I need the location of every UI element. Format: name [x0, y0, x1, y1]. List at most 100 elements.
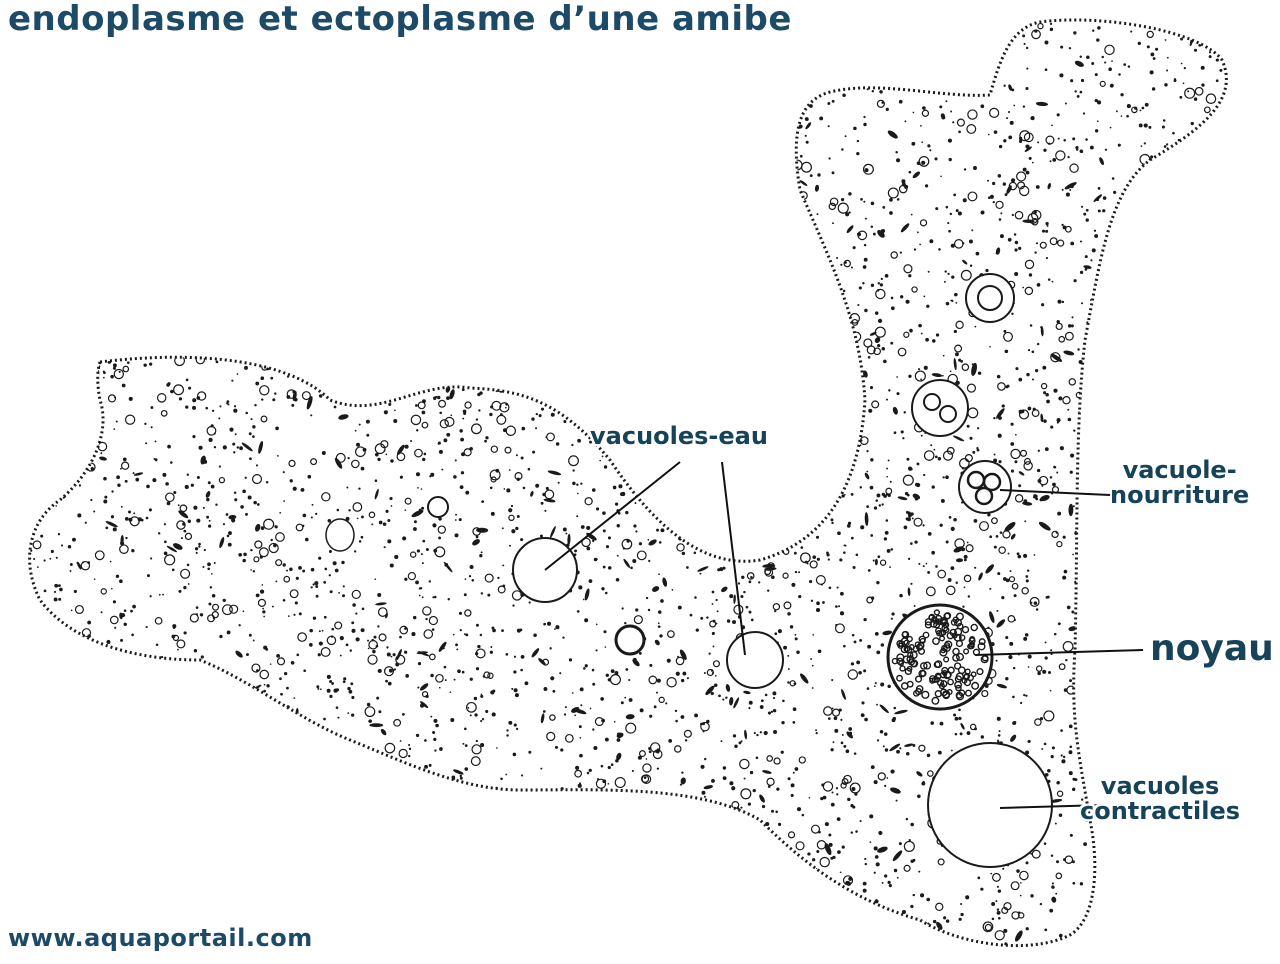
- granule: [489, 650, 493, 654]
- granule: [873, 347, 881, 356]
- granule: [1120, 115, 1123, 117]
- granule: [955, 581, 958, 584]
- food-particle: [939, 405, 957, 423]
- granule: [1060, 754, 1063, 757]
- granule: [1055, 860, 1060, 864]
- granule: [1058, 933, 1063, 938]
- granule: [524, 681, 529, 686]
- granule: [475, 667, 480, 671]
- granule: [49, 557, 52, 560]
- granule: [676, 543, 685, 552]
- granule: [1073, 429, 1076, 432]
- granule: [417, 686, 420, 689]
- granule: [675, 656, 685, 666]
- granule: [463, 633, 466, 636]
- granule: [261, 398, 264, 401]
- granule: [1010, 533, 1016, 540]
- granule: [718, 694, 721, 698]
- granule: [282, 471, 285, 474]
- granule: [563, 713, 567, 716]
- granule: [242, 489, 246, 494]
- chromatin-granule: [919, 637, 926, 644]
- granule: [1061, 188, 1064, 191]
- granule: [726, 619, 731, 623]
- granule: [263, 645, 268, 650]
- granule: [601, 455, 604, 458]
- granule: [1043, 419, 1047, 423]
- granule: [112, 366, 117, 370]
- granule: [889, 480, 892, 483]
- granule: [1005, 578, 1010, 583]
- granule: [571, 692, 574, 694]
- granule: [1149, 70, 1154, 75]
- chromatin-granule: [922, 631, 930, 639]
- chromatin-granule: [915, 643, 924, 651]
- granule: [1081, 798, 1084, 801]
- granule: [415, 404, 418, 407]
- granule: [233, 491, 237, 495]
- granule: [624, 622, 627, 625]
- granule: [819, 116, 824, 121]
- granule: [424, 764, 428, 769]
- chromatin-granule: [940, 619, 948, 626]
- granule: [633, 524, 637, 528]
- granule: [446, 396, 450, 401]
- granule: [980, 735, 984, 739]
- chromatin-granule: [924, 618, 933, 626]
- granule: [912, 111, 915, 114]
- granule: [72, 537, 76, 542]
- granule: [1013, 233, 1017, 236]
- granule: [1007, 552, 1010, 555]
- granule: [366, 433, 370, 437]
- granule: [1066, 605, 1071, 610]
- granule: [300, 488, 305, 492]
- granule: [284, 671, 288, 676]
- granule: [840, 263, 843, 266]
- granule: [656, 691, 659, 694]
- granule: [1043, 742, 1047, 746]
- granule: [1046, 399, 1050, 404]
- granule: [583, 667, 586, 670]
- granule: [1071, 860, 1075, 864]
- granule: [794, 570, 798, 574]
- granule: [994, 930, 1005, 941]
- granule: [739, 758, 750, 770]
- granule: [1053, 388, 1058, 393]
- granule: [845, 749, 850, 754]
- granule: [945, 301, 950, 306]
- granule: [1024, 286, 1034, 296]
- granule: [863, 370, 868, 378]
- granule: [870, 534, 874, 537]
- granule: [997, 433, 1002, 438]
- granule: [910, 822, 914, 827]
- granule: [882, 745, 885, 748]
- granule: [404, 509, 407, 512]
- granule: [76, 561, 82, 570]
- granule: [418, 594, 421, 597]
- chromatin-granule: [942, 690, 951, 699]
- granule: [1018, 484, 1022, 488]
- granule: [369, 723, 384, 728]
- granule: [1069, 453, 1075, 458]
- granule: [954, 292, 958, 297]
- granule: [245, 653, 249, 657]
- granule: [920, 332, 923, 335]
- granule: [731, 801, 740, 810]
- granule: [252, 639, 255, 642]
- granule: [748, 707, 751, 710]
- granule: [843, 644, 846, 648]
- granule: [968, 239, 973, 244]
- granule: [1001, 404, 1005, 408]
- granule: [850, 662, 855, 666]
- chromatin-granule: [918, 635, 926, 644]
- granule: [782, 572, 789, 579]
- granule: [1104, 44, 1115, 56]
- granule: [477, 392, 481, 397]
- granule: [276, 654, 280, 658]
- granule: [824, 822, 829, 827]
- granule: [998, 460, 1002, 464]
- granule: [592, 728, 595, 731]
- granule: [993, 130, 998, 134]
- granule: [413, 527, 417, 531]
- granule: [890, 251, 898, 259]
